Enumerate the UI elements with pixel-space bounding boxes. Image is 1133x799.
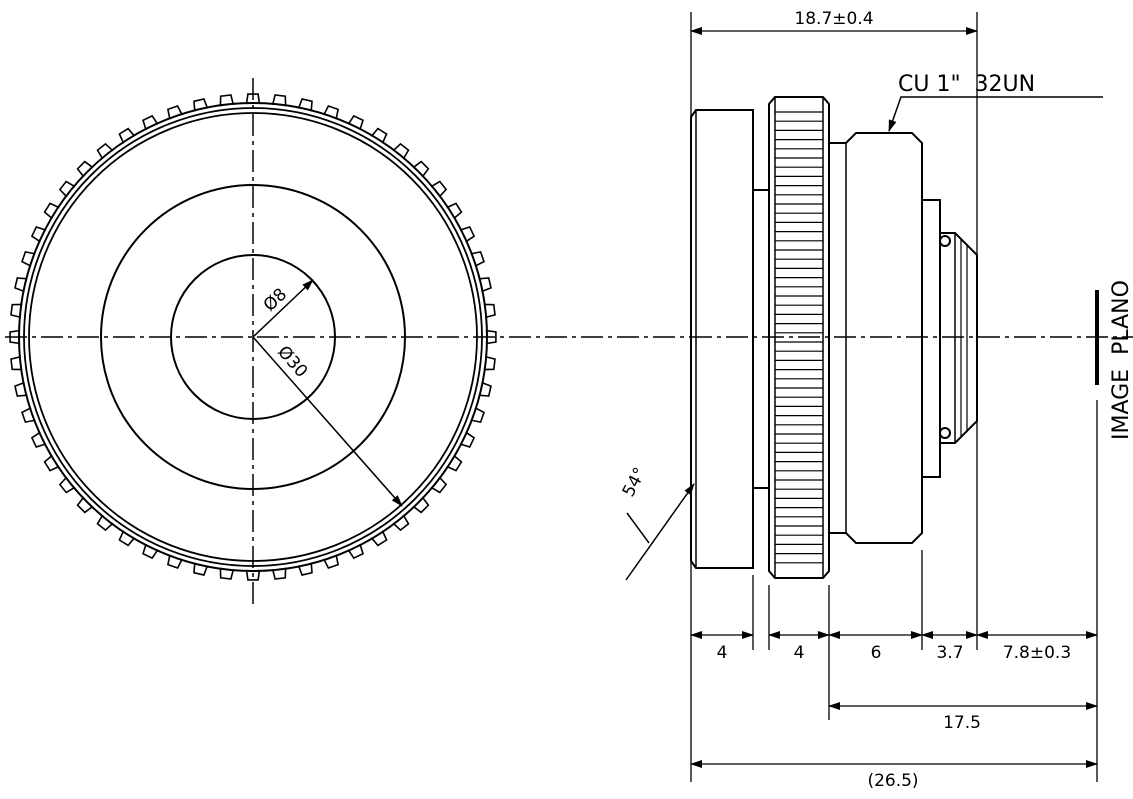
knurl-tooth <box>118 127 136 144</box>
angle-leader-line <box>625 483 695 581</box>
dim-d2-label: 4 <box>794 643 805 663</box>
knurl-tooth <box>30 431 47 448</box>
knurl-tooth <box>96 142 114 160</box>
knurl-tooth <box>76 160 94 178</box>
side-view <box>625 96 1133 581</box>
knurl-tooth <box>430 476 448 494</box>
knurl-tooth <box>43 202 60 220</box>
knurl-tooth <box>58 476 76 494</box>
knurl-tooth <box>347 543 364 560</box>
dimension-lines <box>690 12 1098 782</box>
o-ring-bottom <box>939 427 951 439</box>
dim-d5-label: 7.8±0.3 <box>1003 643 1071 663</box>
top-dimension-label: 18.7±0.4 <box>794 9 873 29</box>
knurl-tooth <box>459 226 476 243</box>
o-ring-top <box>939 235 951 247</box>
knurl-tooth <box>347 114 364 131</box>
knurl-tooth <box>370 530 388 547</box>
angle-label: 54° <box>619 464 651 500</box>
dim-d4-label: 3.7 <box>936 643 963 663</box>
dim-d7-label: (26.5) <box>867 771 918 791</box>
knurled-ring <box>768 96 830 579</box>
dim-d3-label: 6 <box>871 643 882 663</box>
knurl-tooth <box>96 514 114 532</box>
knurl-tooth <box>392 514 410 532</box>
knurl-tooth <box>430 180 448 198</box>
dim-d6-label: 17.5 <box>943 713 981 733</box>
knurl-lines <box>775 111 823 564</box>
knurl-tooth <box>446 454 463 472</box>
dim-d1-label: 4 <box>717 643 728 663</box>
knurl-tooth <box>370 127 388 144</box>
spacer-1 <box>752 189 770 489</box>
knurl-tooth <box>142 543 159 560</box>
knurl-tooth <box>142 114 159 131</box>
inner-diameter-label: Ø8 <box>260 285 291 316</box>
knurl-teeth <box>9 93 497 581</box>
knurl-tooth <box>392 142 410 160</box>
image-plane-label: IMAGE PLANO <box>1109 280 1133 440</box>
front-view <box>5 78 690 608</box>
thread-body <box>828 132 923 544</box>
outer-diameter-label: Ø30 <box>273 342 311 382</box>
thread-label: CU 1" 32UN <box>898 72 1035 97</box>
step-body <box>921 199 941 478</box>
d8-leader <box>252 279 314 338</box>
knurl-tooth <box>118 530 136 547</box>
rear-element <box>939 232 978 444</box>
front-cap <box>690 109 754 569</box>
knurl-tooth <box>30 226 47 243</box>
knurl-tooth <box>446 202 463 220</box>
knurl-tooth <box>412 496 430 514</box>
knurl-tooth <box>412 160 430 178</box>
knurl-tooth <box>76 496 94 514</box>
knurl-tooth <box>43 454 60 472</box>
knurl-tooth <box>459 431 476 448</box>
angle-label-underline <box>626 512 650 544</box>
thread-leader <box>888 96 1103 132</box>
knurl-tooth <box>58 180 76 198</box>
d30-leader <box>252 336 403 507</box>
